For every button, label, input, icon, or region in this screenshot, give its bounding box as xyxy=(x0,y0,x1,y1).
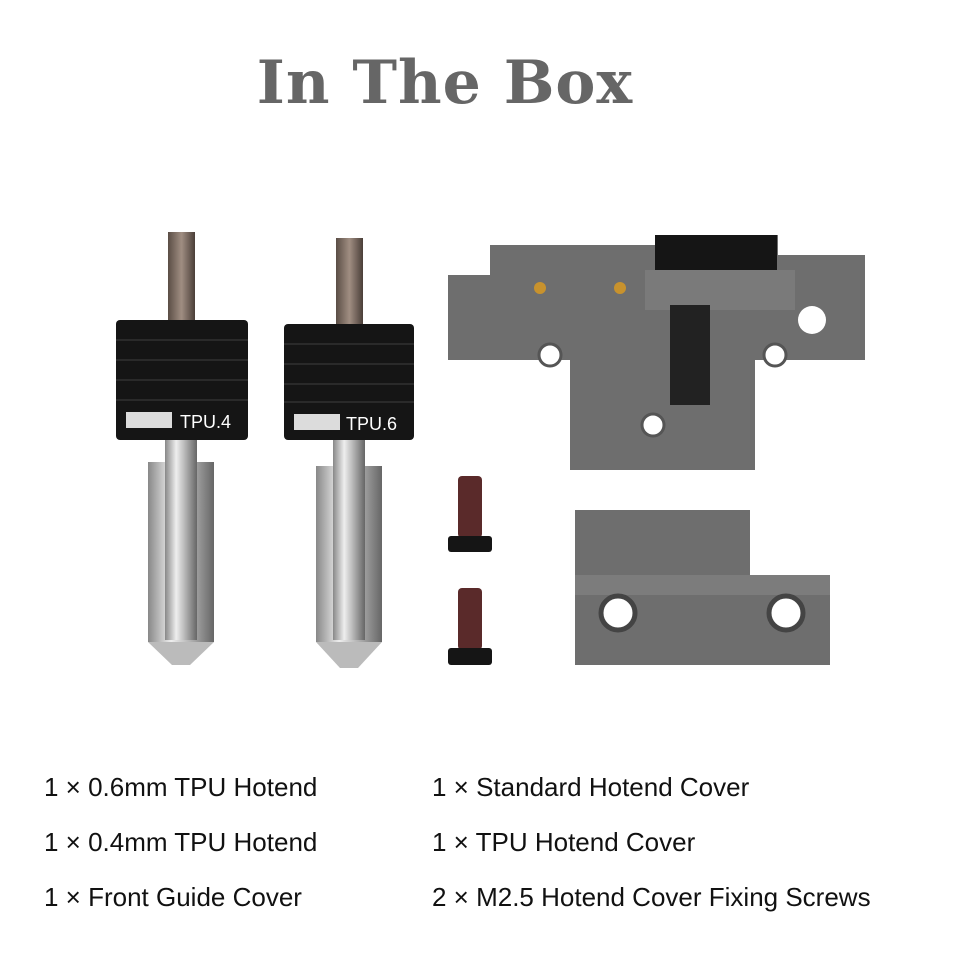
hotend-marking: TPU.4 xyxy=(180,412,231,432)
item-standard-hotend-cover: 1 × Standard Hotend Cover xyxy=(432,772,750,802)
item-tpu-hotend-cover: 1 × TPU Hotend Cover xyxy=(432,827,696,857)
product-illustration: TPU.4 TPU.6 xyxy=(116,232,865,668)
item-0-6mm-tpu-hotend: 1 × 0.6mm TPU Hotend xyxy=(44,772,318,802)
hotend-0-4mm: TPU.4 xyxy=(116,232,248,665)
screw xyxy=(448,588,492,665)
standard-hotend-cover xyxy=(448,235,865,470)
page-title: In The Box xyxy=(256,48,634,118)
hotend-marking: TPU.6 xyxy=(346,414,397,434)
item-0-4mm-tpu-hotend: 1 × 0.4mm TPU Hotend xyxy=(44,827,318,857)
screw xyxy=(448,476,492,552)
hotend-0-6mm: TPU.6 xyxy=(284,238,414,668)
item-fixing-screws: 2 × M2.5 Hotend Cover Fixing Screws xyxy=(432,882,871,912)
tpu-hotend-cover xyxy=(575,510,830,665)
item-front-guide-cover: 1 × Front Guide Cover xyxy=(44,882,302,912)
